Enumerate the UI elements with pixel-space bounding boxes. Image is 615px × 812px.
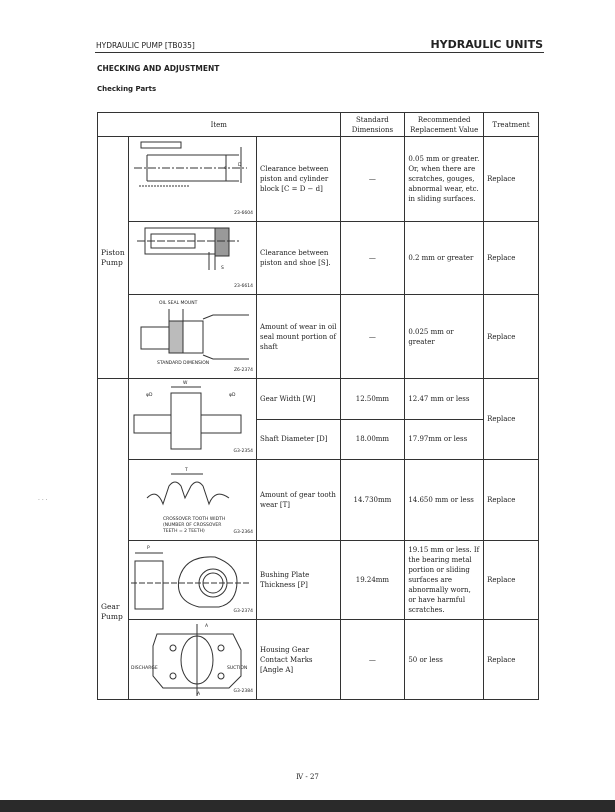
figure-gear-shaft: W φD φD G3-2354 [127,378,257,460]
figure-label: D [237,163,242,168]
table-row: T CROSSOVER TOOTH WIDTH (NUMBER OF CROSS… [98,459,539,541]
table-row: OIL SEAL MOUNT STANDARD DIMENSION Z6-237… [98,294,539,379]
figure-code: 23-6604 [234,211,253,216]
figure-label: P [146,546,150,551]
figure-code: G3-2384 [233,689,253,694]
figure-bushing-plate: P G3-2374 [127,540,257,620]
recommended-value: 12.47 mm or less [404,378,485,420]
treatment: Replace [483,221,539,295]
recommended-value: 14.650 mm or less [404,459,485,541]
figure-code: 23-6614 [234,284,253,289]
treatment: Replace [483,136,539,222]
header-treatment: Treatment [483,112,539,137]
header-standard: Standard Dimensions [339,112,406,137]
item-description: Bushing Plate Thickness [P] [255,540,341,620]
header-left: HYDRAULIC PUMP [TB035] [96,41,195,50]
figure-label: A [196,692,201,697]
group-piston-pump: Piston Pump [97,136,129,379]
treatment: Replace [483,459,539,541]
recommended-value: 17.97mm or less [404,418,485,460]
figure-label: S [220,266,224,271]
section-title: CHECKING AND ADJUSTMENT [97,64,220,73]
figure-label: φD [145,393,153,398]
group-gear-pump-label: Gear Pump [101,601,123,621]
standard-value: 19.24mm [339,540,406,620]
recommended-value: 19.15 mm or less. If the bearing metal p… [404,540,485,620]
treatment: Replace [483,378,539,460]
table-row: A A DISCHARGE SUCTION G3-2384 Housing Ge… [98,619,539,700]
figure-label: W [182,381,188,386]
figure-gear-tooth: T CROSSOVER TOOTH WIDTH (NUMBER OF CROSS… [127,459,257,541]
figure-piston-cylinder: d D 23-6604 [127,136,257,222]
recommended-value: 0.025 mm or greater [404,294,485,379]
standard-value: 12.50mm [339,378,406,420]
treatment: Replace [483,294,539,379]
table-header-row: Item Standard Dimensions Recommended Rep… [97,112,539,137]
standard-value: 14.730mm [339,459,406,541]
scan-mark: · · · [38,497,48,504]
figure-code: Z6-2374 [233,368,253,373]
item-description: Shaft Diameter [D] [255,418,341,460]
group-gear-pump: Gear Pump [97,378,129,700]
recommended-value: 50 or less [404,619,485,700]
subsection-title: Checking Parts [97,85,157,93]
recommended-value: 0.2 mm or greater [404,221,485,295]
figure-label: CROSSOVER TOOTH WIDTH [162,517,226,522]
figure-label: φD [228,393,236,398]
item-description: Clearance between piston and cylinder bl… [255,136,341,222]
standard-value: — [339,136,406,222]
item-description: Amount of wear in oil seal mount portion… [255,294,341,379]
figure-label: (NUMBER OF CROSSOVER [162,523,222,528]
header-recommended: Recommended Replacement Value [404,112,485,137]
header-right: HYDRAULIC UNITS [430,38,543,51]
item-description: Amount of gear tooth wear [T] [255,459,341,541]
recommended-value: 0.05 mm or greater. Or, when there are s… [404,136,485,222]
item-description: Housing Gear Contact Marks [Angle A] [255,619,341,700]
figure-label: OIL SEAL MOUNT [158,301,198,306]
figure-label: SUCTION [226,666,248,671]
standard-value: — [339,221,406,295]
table-row: P G3-2374 Bushing Plate Thickness [P] 19… [98,540,539,620]
table-row: Gear Pump W φD φD G3-2354 Gear Width [W]… [97,378,539,700]
page-number: Ⅳ - 27 [296,773,319,781]
figure-code: G3-2374 [233,609,253,614]
item-description: Gear Width [W] [255,378,341,420]
figure-code: G3-2354 [233,449,253,454]
standard-value: 18.00mm [339,418,406,460]
figure-oil-seal-mount: OIL SEAL MOUNT STANDARD DIMENSION Z6-237… [127,294,257,379]
checking-parts-table: Item Standard Dimensions Recommended Rep… [97,112,539,700]
standard-value: — [339,294,406,379]
header-rule [95,52,544,53]
table-row: S 23-6614 Clearance between piston and s… [98,221,539,295]
table-row: Piston Pump d D 23-6604 Clearance betwee… [97,136,539,379]
figure-label: A [204,624,209,629]
scan-bottom-band [0,800,615,812]
figure-label: STANDARD DIMENSION [156,361,210,366]
figure-code: G3-2364 [233,530,253,535]
item-description: Clearance between piston and shoe [S]. [255,221,341,295]
figure-housing-contact: A A DISCHARGE SUCTION G3-2384 [127,619,257,700]
figure-piston-shoe: S 23-6614 [127,221,257,295]
treatment: Replace [483,540,539,620]
table-row: Shaft Diameter [D] 18.00mm 17.97mm or le… [98,418,539,460]
treatment: Replace [483,619,539,700]
figure-label: T [184,468,188,473]
figure-label: DISCHARGE [130,666,158,671]
figure-label: d [223,166,227,171]
header-item: Item [97,112,341,137]
figure-label: TEETH = 2 TEETH) [162,529,205,534]
standard-value: — [339,619,406,700]
